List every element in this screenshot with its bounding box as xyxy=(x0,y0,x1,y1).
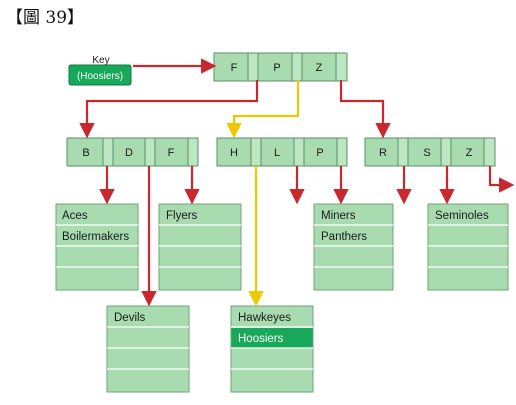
node-key: D xyxy=(125,147,133,159)
node-pointer-cell xyxy=(250,137,262,167)
bucket-box xyxy=(106,305,190,393)
highlighted-record-row xyxy=(231,328,313,348)
node-key: L xyxy=(274,147,280,159)
node-key: P xyxy=(316,147,323,159)
node-key-cell xyxy=(260,137,295,167)
node-key-cell xyxy=(364,137,399,167)
leaf-bucket: Flyers xyxy=(158,203,242,291)
leaf-bucket: Devils xyxy=(106,305,190,393)
node-pointer-cell xyxy=(144,137,156,167)
node-key-cell xyxy=(216,137,252,167)
node-pointer-cell xyxy=(102,137,114,167)
internal-node: R S Z xyxy=(364,137,496,167)
node-key: H xyxy=(230,147,238,159)
leaf-bucket: Seminoles xyxy=(427,203,509,291)
node-pointer-cell xyxy=(440,137,452,167)
leaf-bucket: Hawkeyes Hoosiers xyxy=(230,305,314,393)
node-pointer-cell xyxy=(187,137,199,167)
node-key-cell xyxy=(450,137,485,167)
root-pointer-cell xyxy=(291,52,303,82)
record-label: Panthers xyxy=(321,231,367,243)
search-key: Key (Hoosiers) xyxy=(68,55,132,86)
root-node: F P Z xyxy=(213,52,348,82)
bucket-box xyxy=(313,203,394,291)
record-label: Aces xyxy=(62,210,88,222)
node-key: F xyxy=(168,147,175,159)
node-pointer-cell xyxy=(397,137,409,167)
bucket-box xyxy=(55,203,139,291)
pointer-arrow xyxy=(488,166,515,193)
search-path-arrow xyxy=(226,80,300,139)
node-key-cell xyxy=(407,137,442,167)
node-pointer-cell xyxy=(293,137,305,167)
record-label: Boilermakers xyxy=(62,231,129,243)
node-pointer-cell xyxy=(336,137,348,167)
node-pointer-cell xyxy=(483,137,496,167)
root-key: F xyxy=(231,62,238,74)
leaf-bucket: Aces Boilermakers xyxy=(55,203,139,291)
internal-node: H L P xyxy=(216,137,348,167)
root-key: Z xyxy=(316,62,323,74)
search-key-box xyxy=(68,64,132,86)
bucket-box xyxy=(230,305,314,393)
node-key: B xyxy=(82,147,89,159)
record-label: Hawkeyes xyxy=(238,312,291,324)
search-key-label: Key xyxy=(92,55,109,66)
node-key-cell xyxy=(154,137,189,167)
leaf-bucket: Miners Panthers xyxy=(313,203,394,291)
pointer-arrow xyxy=(79,80,259,139)
node-key: S xyxy=(423,147,430,159)
bucket-box xyxy=(427,203,509,291)
record-label: Seminoles xyxy=(435,210,489,222)
internal-node: B D F xyxy=(66,137,199,167)
pointer-arrow xyxy=(339,80,391,139)
root-pointer-cell xyxy=(335,52,348,82)
root-pointer-cell xyxy=(247,52,259,82)
root-key-cell xyxy=(213,52,249,82)
record-label: Miners xyxy=(321,210,356,222)
record-label: Devils xyxy=(114,312,146,324)
search-key-value: (Hoosiers) xyxy=(77,71,123,82)
node-key-cell xyxy=(112,137,146,167)
record-label: Flyers xyxy=(166,210,198,222)
node-key: R xyxy=(379,147,387,159)
bucket-box xyxy=(158,203,242,291)
root-key: P xyxy=(273,62,280,74)
node-key: Z xyxy=(466,147,473,159)
root-key-cell xyxy=(301,52,337,82)
record-label-highlighted: Hoosiers xyxy=(238,333,284,345)
figure-title: 【圖 39】 xyxy=(6,8,85,28)
